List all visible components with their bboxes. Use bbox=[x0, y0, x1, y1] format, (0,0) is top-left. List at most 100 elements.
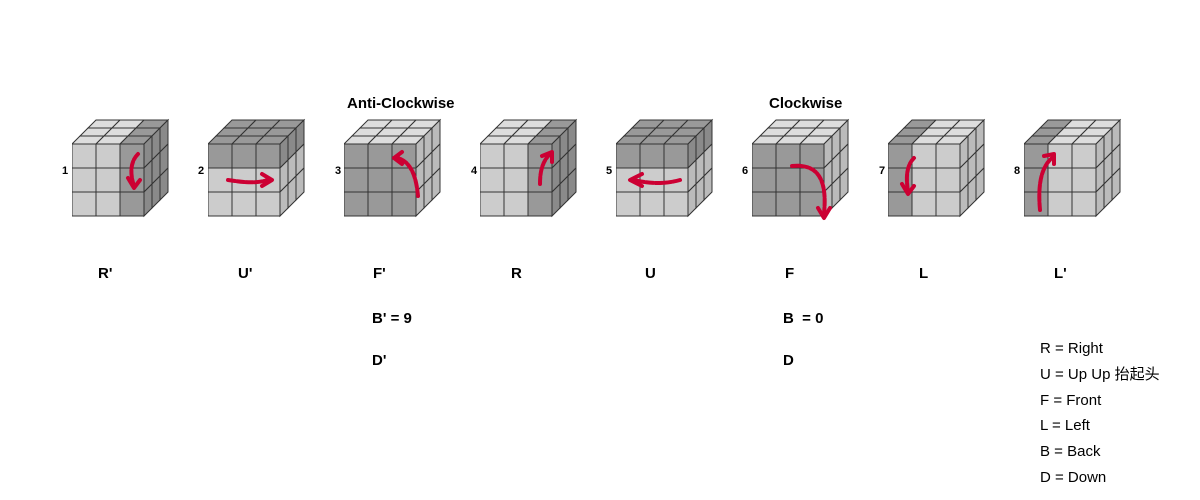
legend-left: L = Left bbox=[1040, 417, 1090, 435]
front-sticker bbox=[208, 191, 233, 217]
legend-back: B = Back bbox=[1040, 443, 1101, 461]
side-sticker bbox=[431, 166, 441, 202]
front-sticker bbox=[95, 143, 121, 169]
front-sticker bbox=[663, 143, 689, 169]
front-sticker bbox=[935, 167, 961, 193]
arrow-head bbox=[260, 172, 274, 188]
move-b-prime: B' = 9 bbox=[372, 310, 412, 327]
front-sticker bbox=[208, 143, 233, 169]
cube-number: 5 bbox=[606, 165, 613, 177]
front-sticker bbox=[752, 143, 777, 169]
front-sticker bbox=[367, 167, 393, 193]
cube-7 bbox=[888, 118, 998, 218]
front-sticker bbox=[1024, 191, 1049, 217]
front-sticker bbox=[911, 143, 937, 169]
front-sticker bbox=[119, 191, 145, 217]
arrow-head bbox=[126, 176, 142, 190]
cube-6 bbox=[752, 118, 862, 220]
front-sticker bbox=[639, 143, 665, 169]
front-sticker bbox=[616, 143, 641, 169]
front-sticker bbox=[480, 167, 505, 193]
rotation-arrow bbox=[904, 156, 916, 194]
rotation-arrow bbox=[1037, 156, 1054, 212]
front-sticker bbox=[616, 191, 641, 217]
cube-number: 6 bbox=[742, 165, 749, 177]
cube-number: 2 bbox=[198, 165, 205, 177]
cube-4 bbox=[480, 118, 590, 218]
move-d-prime: D' bbox=[372, 352, 387, 369]
move-label: L' bbox=[1054, 265, 1067, 282]
front-sticker bbox=[911, 167, 937, 193]
cube-1 bbox=[72, 118, 182, 218]
legend-right: R = Right bbox=[1040, 340, 1103, 357]
move-label: F bbox=[785, 265, 795, 282]
front-sticker bbox=[775, 167, 801, 193]
front-sticker bbox=[231, 143, 257, 169]
arrow-head bbox=[392, 150, 404, 166]
notation-legend: R = Right U = Up Up 抬起头 F = Front L = Le… bbox=[1040, 336, 1160, 491]
cube-3 bbox=[344, 118, 454, 218]
front-sticker bbox=[639, 191, 665, 217]
front-sticker bbox=[1071, 143, 1097, 169]
move-label: R bbox=[511, 265, 522, 282]
arrow-head bbox=[900, 182, 916, 196]
front-sticker bbox=[663, 191, 689, 217]
front-sticker bbox=[1047, 191, 1073, 217]
front-sticker bbox=[527, 191, 553, 217]
arrow-head bbox=[1042, 152, 1056, 166]
front-sticker bbox=[95, 167, 121, 193]
side-sticker bbox=[975, 166, 985, 202]
cube-8 bbox=[1024, 118, 1134, 218]
side-sticker bbox=[839, 166, 849, 202]
front-sticker bbox=[503, 167, 529, 193]
arrow-head bbox=[816, 206, 832, 220]
side-sticker bbox=[159, 166, 169, 202]
front-sticker bbox=[911, 191, 937, 217]
move-d: D bbox=[783, 352, 794, 369]
cube-5 bbox=[616, 118, 726, 218]
front-sticker bbox=[255, 143, 281, 169]
front-sticker bbox=[231, 191, 257, 217]
move-label: U bbox=[645, 265, 656, 282]
side-sticker bbox=[703, 166, 713, 202]
front-sticker bbox=[752, 191, 777, 217]
rotation-arrow bbox=[790, 163, 827, 216]
legend-front: F = Front bbox=[1040, 391, 1102, 409]
front-sticker bbox=[72, 143, 97, 169]
front-sticker bbox=[480, 191, 505, 217]
front-sticker bbox=[503, 191, 529, 217]
front-sticker bbox=[367, 191, 393, 217]
front-sticker bbox=[72, 167, 97, 193]
cube-number: 4 bbox=[471, 165, 478, 177]
side-sticker bbox=[1111, 166, 1121, 202]
rotation-arrow bbox=[226, 178, 270, 185]
cube-number: 8 bbox=[1014, 165, 1021, 177]
move-label: L bbox=[919, 265, 929, 282]
arrow-head bbox=[628, 172, 644, 188]
side-sticker bbox=[295, 166, 305, 202]
cube-number: 3 bbox=[335, 165, 342, 177]
side-sticker bbox=[567, 166, 577, 202]
rotation-arrow bbox=[632, 178, 682, 185]
front-sticker bbox=[935, 143, 961, 169]
front-sticker bbox=[503, 143, 529, 169]
front-sticker bbox=[344, 143, 369, 169]
front-sticker bbox=[367, 143, 393, 169]
cube-2 bbox=[208, 118, 318, 218]
front-sticker bbox=[935, 191, 961, 217]
front-sticker bbox=[72, 191, 97, 217]
front-sticker bbox=[752, 167, 777, 193]
heading-anticlockwise: Anti-Clockwise bbox=[347, 95, 455, 112]
move-b: B = 0 bbox=[783, 310, 824, 327]
rotation-arrow bbox=[538, 152, 552, 186]
front-sticker bbox=[95, 191, 121, 217]
legend-down: D = Down bbox=[1040, 468, 1107, 486]
front-sticker bbox=[255, 191, 281, 217]
heading-clockwise: Clockwise bbox=[769, 95, 843, 112]
move-label: R' bbox=[98, 265, 113, 282]
move-label: F' bbox=[373, 265, 386, 282]
front-sticker bbox=[344, 191, 369, 217]
arrow-head bbox=[540, 150, 554, 164]
front-sticker bbox=[391, 191, 417, 217]
cube-number: 7 bbox=[879, 165, 886, 177]
